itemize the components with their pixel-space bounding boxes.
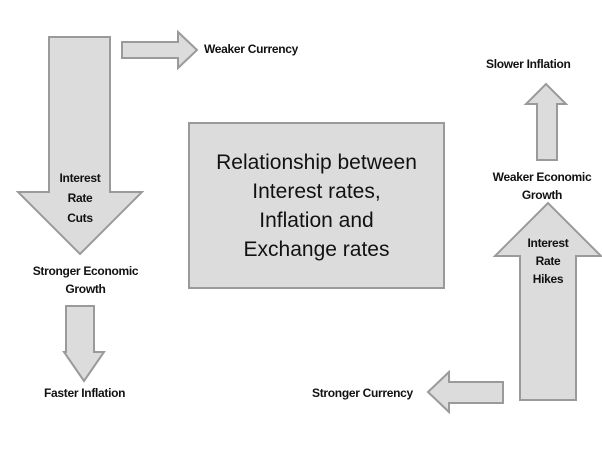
stronger-currency-label: Stronger Currency bbox=[312, 386, 413, 400]
weaker-economic-growth-label: Weaker Economic Growth bbox=[482, 168, 602, 204]
title-box: Relationship between Interest rates, Inf… bbox=[188, 122, 445, 289]
label-line: Stronger Economic bbox=[32, 264, 139, 278]
label-line: Growth bbox=[521, 188, 563, 202]
label-line: Interest bbox=[527, 236, 569, 250]
faster-inflation-arrow bbox=[62, 305, 106, 383]
label-line: Growth bbox=[65, 282, 106, 296]
label-line: Cuts bbox=[67, 211, 93, 225]
interest-rate-cuts-label: Interest Rate Cuts bbox=[46, 168, 114, 228]
title-line: Interest rates, bbox=[252, 179, 381, 203]
title-text: Relationship between Interest rates, Inf… bbox=[216, 148, 417, 264]
slower-inflation-arrow bbox=[523, 82, 569, 161]
weaker-currency-arrow bbox=[121, 29, 199, 71]
stronger-economic-growth-label: Stronger Economic Growth bbox=[18, 262, 153, 298]
label-line: Rate bbox=[535, 254, 561, 268]
interest-rate-hikes-arrow bbox=[492, 201, 602, 401]
label-line: Weaker Economic bbox=[492, 170, 592, 184]
stronger-currency-arrow bbox=[426, 369, 504, 415]
title-line: Inflation and bbox=[259, 208, 374, 232]
interest-rate-hikes-label: Interest Rate Hikes bbox=[515, 234, 581, 288]
slower-inflation-label: Slower Inflation bbox=[486, 57, 571, 71]
title-line: Exchange rates bbox=[243, 237, 390, 261]
title-line: Relationship between bbox=[216, 150, 417, 174]
label-line: Interest bbox=[59, 171, 101, 185]
weaker-currency-label: Weaker Currency bbox=[204, 42, 298, 56]
interest-rate-cuts-arrow bbox=[15, 36, 145, 256]
label-line: Hikes bbox=[532, 272, 564, 286]
label-line: Rate bbox=[67, 191, 93, 205]
faster-inflation-label: Faster Inflation bbox=[44, 386, 126, 400]
